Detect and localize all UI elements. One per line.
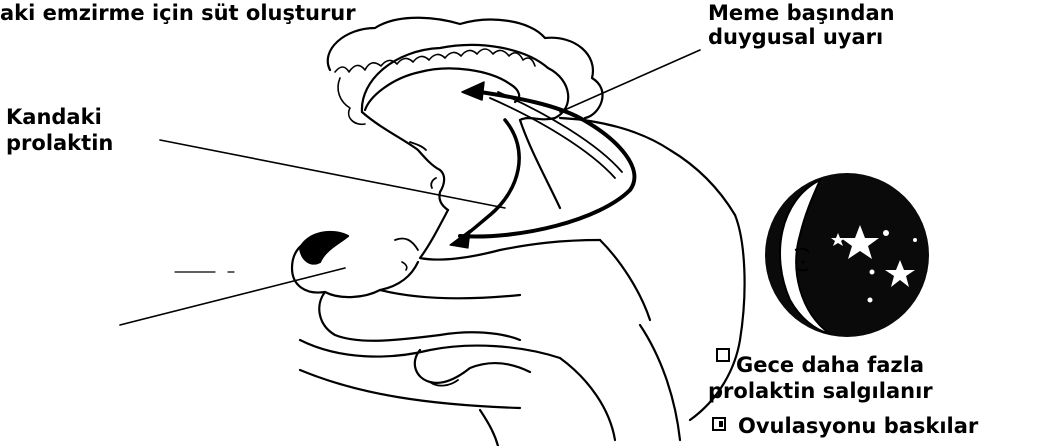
baby-body: [319, 292, 440, 341]
nerve-signal-up: [460, 92, 634, 237]
note-ovulation: Ovulasyonu baskılar: [738, 413, 978, 439]
leader-top-right: [560, 50, 700, 112]
mother-hand: [415, 350, 530, 383]
prolactin-path-arrowhead: [450, 230, 470, 248]
caption-top-right-line1: Meme başından: [708, 0, 895, 26]
caption-top-right-line2: duygusal uyarı: [708, 24, 883, 50]
mother-arm: [300, 340, 560, 358]
nerve-signal-up-arrowhead: [462, 82, 484, 100]
mother-face: [362, 112, 448, 210]
prolactin-path: [462, 120, 519, 238]
leader-left: [160, 140, 505, 208]
hypothalamus-loop: [365, 68, 519, 110]
caption-left-line2: prolaktin: [6, 130, 113, 156]
drapery: [300, 370, 520, 408]
mother-neck: [520, 120, 560, 208]
checkbox-icon: [716, 348, 730, 362]
caption-top-left: aki emzirme için süt oluşturur: [0, 0, 356, 26]
caption-left-line1: Kandaki: [6, 104, 102, 130]
crescent-moon-with-stars-icon: [765, 173, 929, 337]
note-night-line2: prolaktin salgılanır: [708, 378, 933, 404]
mother-shoulder: [560, 118, 735, 215]
note-night-line1: Gece daha fazla: [736, 352, 924, 378]
leader-lower-left: [120, 268, 345, 325]
baby-hair: [300, 232, 348, 263]
checkbox-icon: [712, 417, 726, 431]
